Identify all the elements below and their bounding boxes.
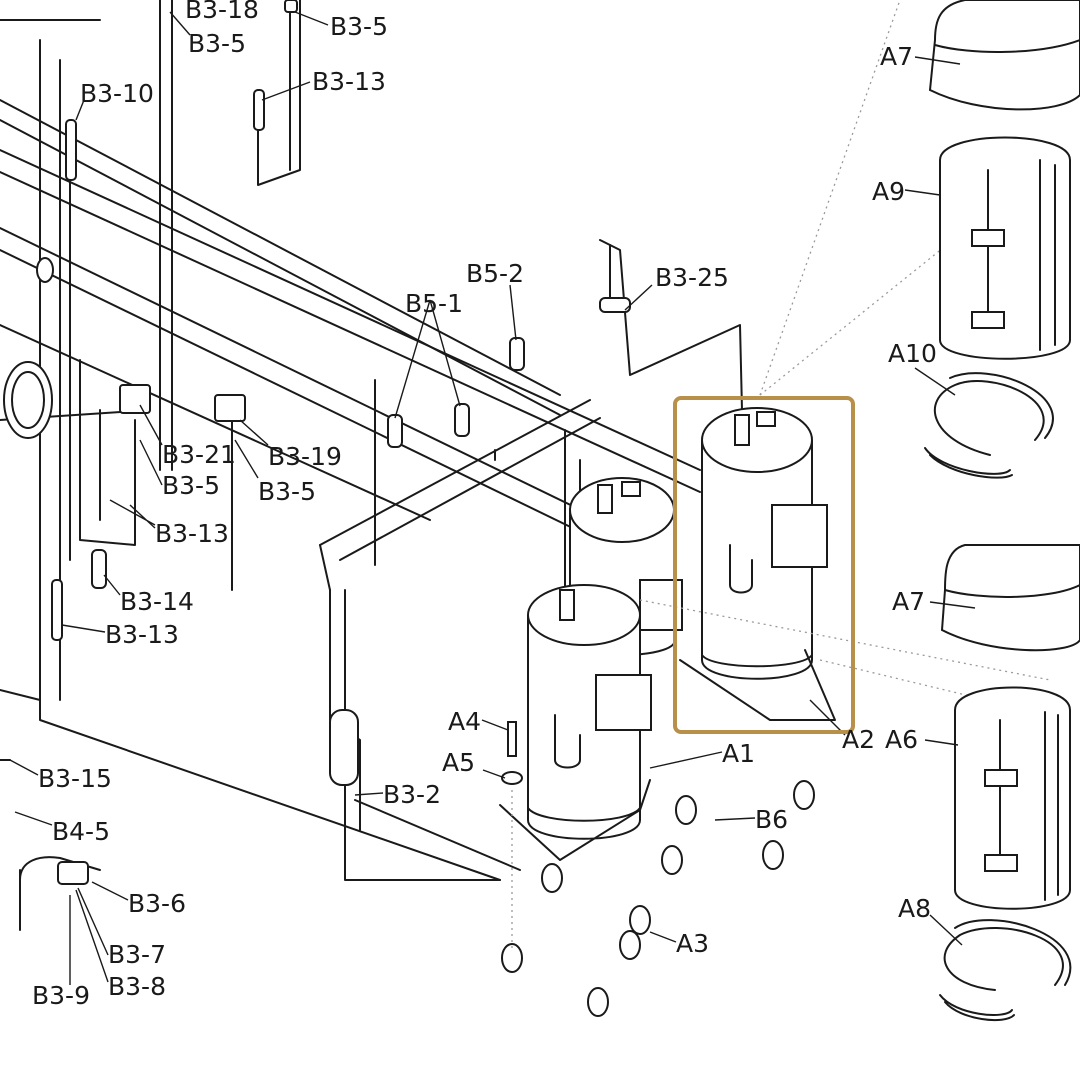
label-a5: A5 — [442, 748, 475, 777]
label-b3-6: B3-6 — [128, 889, 186, 918]
label-a4: A4 — [448, 707, 481, 736]
insulation-jacket-upper — [939, 136, 1071, 360]
label-b3-13-mid: B3-13 — [155, 519, 229, 548]
label-a10: A10 — [888, 339, 937, 368]
frame-rails — [0, 19, 701, 881]
top-cover-lower — [940, 544, 1080, 652]
top-cover-upper — [928, 0, 1080, 111]
label-b3-5-mid-right: B3-5 — [258, 477, 316, 506]
label-b3-18: B3-18 — [185, 0, 259, 24]
clamp-band-lower — [939, 919, 1072, 1022]
label-a9: A9 — [872, 177, 905, 206]
label-b3-10: B3-10 — [80, 79, 154, 108]
label-b6: B6 — [755, 805, 788, 834]
label-b3-13-top: B3-13 — [312, 67, 386, 96]
label-b3-9: B3-9 — [32, 981, 90, 1010]
label-a8: A8 — [898, 894, 931, 923]
grommets — [501, 721, 815, 1017]
leader-lines — [9, 11, 976, 985]
label-a7-top: A7 — [880, 42, 913, 71]
insulation-jacket-lower — [954, 686, 1071, 910]
compressor-highlighted — [679, 407, 836, 721]
label-b3-21: B3-21 — [162, 440, 236, 469]
part-labels: B3-18 B3-5 B3-5 B3-13 B3-10 B5-2 B3-25 B… — [32, 0, 937, 1010]
label-b3-8: B3-8 — [108, 972, 166, 1001]
label-a2: A2 — [842, 725, 875, 754]
label-b3-14: B3-14 — [120, 587, 194, 616]
label-b4-5: B4-5 — [52, 817, 110, 846]
label-b3-2: B3-2 — [383, 780, 441, 809]
label-b3-25: B3-25 — [655, 263, 729, 292]
label-b5-1: B5-1 — [405, 289, 463, 318]
compressor-front — [499, 584, 652, 861]
highlight-box — [673, 396, 855, 734]
label-a1: A1 — [722, 739, 755, 768]
fittings — [3, 0, 631, 931]
label-b3-7: B3-7 — [108, 940, 166, 969]
label-b3-5-mid-left: B3-5 — [162, 471, 220, 500]
label-a3: A3 — [676, 929, 709, 958]
label-b3-15: B3-15 — [38, 764, 112, 793]
label-a6: A6 — [885, 725, 918, 754]
callout-dotted-lines — [639, 0, 1071, 721]
label-b3-19: B3-19 — [268, 442, 342, 471]
label-b3-5-top-left: B3-5 — [188, 29, 246, 58]
clamp-band-upper — [924, 372, 1054, 479]
label-b3-13-lower: B3-13 — [105, 620, 179, 649]
label-b5-2: B5-2 — [466, 259, 524, 288]
label-a7-bottom: A7 — [892, 587, 925, 616]
label-b3-5-top-right: B3-5 — [330, 12, 388, 41]
